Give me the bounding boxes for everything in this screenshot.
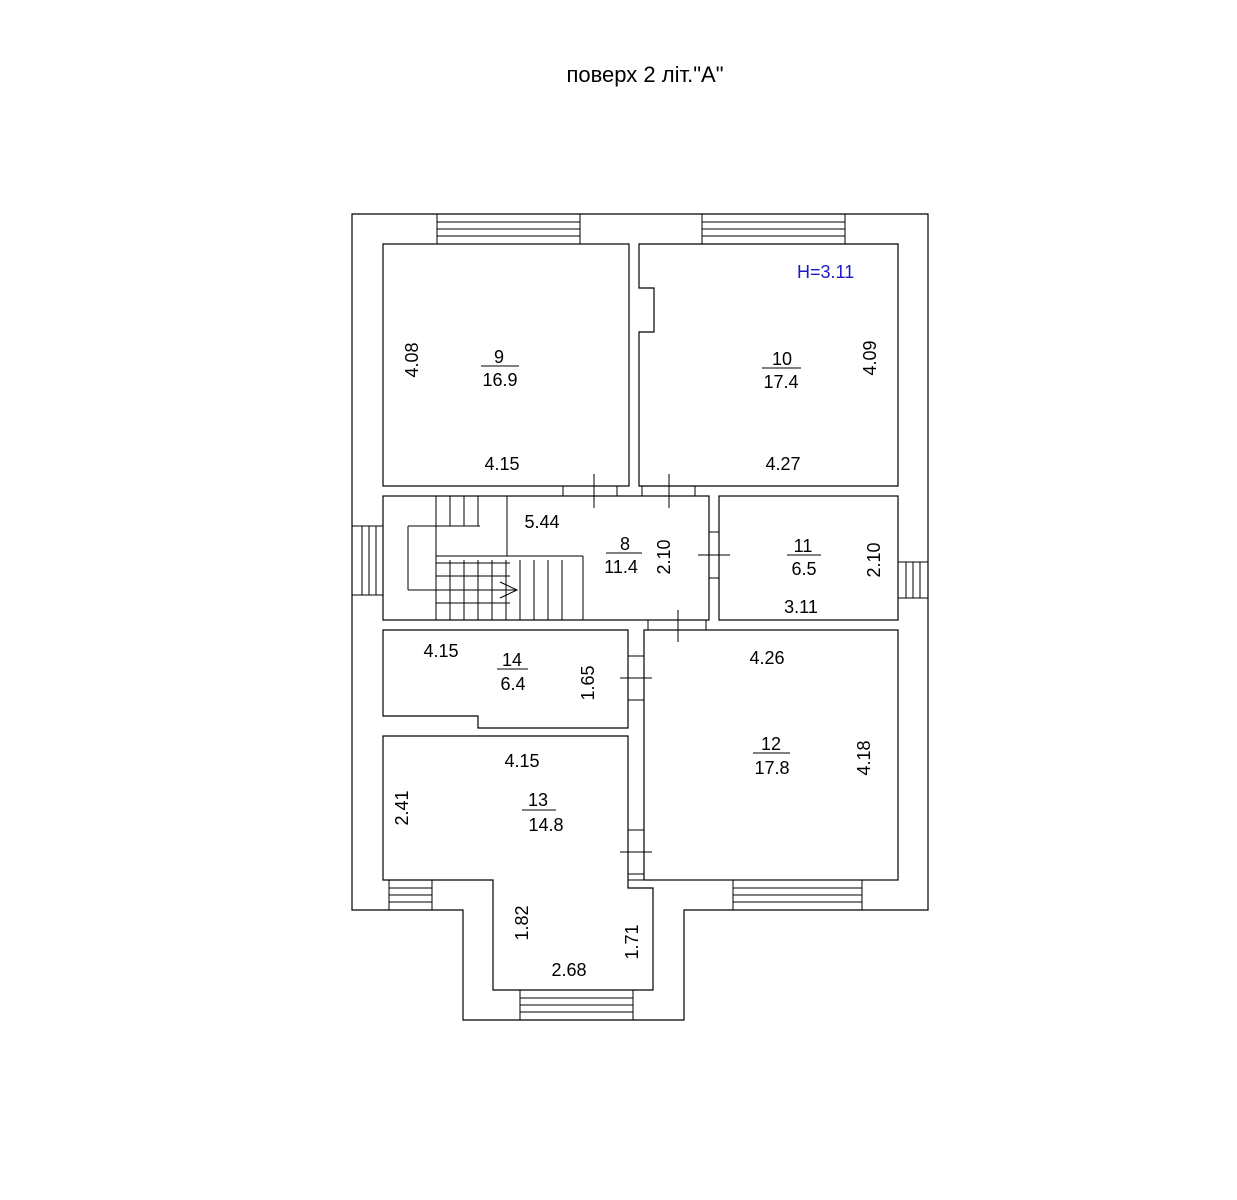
room-11-number: 11 xyxy=(794,536,813,556)
room-9-area: 16.9 xyxy=(482,370,517,390)
floor-title: поверх 2 літ."А" xyxy=(566,62,724,87)
room-13-bay-left-dim: 1.82 xyxy=(512,905,532,940)
room-12-number: 12 xyxy=(761,734,781,754)
room-11-area: 6.5 xyxy=(791,559,816,579)
room-10-number: 10 xyxy=(772,349,792,369)
room-13-width-dim: 4.15 xyxy=(504,751,539,771)
doors xyxy=(562,474,730,881)
room-13-bay-right-dim: 1.71 xyxy=(622,924,642,959)
room-9-outline xyxy=(382,243,630,487)
room-14-length-dim: 4.15 xyxy=(423,641,458,661)
window-right-room-11 xyxy=(898,561,928,599)
room-10-width-dim: 4.27 xyxy=(765,454,800,474)
room-12-outline xyxy=(643,629,899,881)
room-14-width-dim: 1.65 xyxy=(578,665,598,700)
window-left-stair xyxy=(352,525,383,596)
room-8-length-dim: 5.44 xyxy=(524,512,559,532)
room-11-width-dim: 3.11 xyxy=(784,597,818,617)
room-14-outline xyxy=(382,629,629,729)
room-12-area: 17.8 xyxy=(754,758,789,778)
room-13-left-height-dim: 2.41 xyxy=(392,790,412,825)
room-8-outline xyxy=(382,495,710,621)
outer-wall xyxy=(351,213,929,1021)
window-bottom-room-13 xyxy=(519,990,634,1020)
room-9-width-dim: 4.15 xyxy=(484,454,519,474)
room-13-bay-width-dim: 2.68 xyxy=(551,960,586,980)
room-8-number: 8 xyxy=(620,534,630,554)
room-9-number: 9 xyxy=(494,347,504,367)
window-top-left xyxy=(436,214,581,244)
room-10-height-dim: 4.09 xyxy=(860,340,880,375)
room-14-number: 14 xyxy=(502,650,522,670)
room-8-area: 11.4 xyxy=(604,557,638,577)
ceiling-height-label: H=3.11 xyxy=(797,262,854,282)
room-8-width-dim: 2.10 xyxy=(654,539,674,574)
room-12-height-dim: 4.18 xyxy=(854,740,874,775)
room-10-area: 17.4 xyxy=(763,372,798,392)
staircase xyxy=(407,496,584,620)
room-13-outline xyxy=(382,735,654,991)
window-top-right xyxy=(701,214,846,244)
room-13-number: 13 xyxy=(528,790,548,810)
room-12-width-dim: 4.26 xyxy=(749,648,784,668)
window-bottom-left xyxy=(388,880,433,910)
room-13-area: 14.8 xyxy=(528,815,563,835)
room-11-height-dim: 2.10 xyxy=(864,542,884,577)
room-9-height-dim: 4.08 xyxy=(402,342,422,377)
window-bottom-right xyxy=(732,880,863,910)
room-11-outline xyxy=(718,495,899,621)
room-14-area: 6.4 xyxy=(500,674,525,694)
room-10-outline xyxy=(638,243,899,487)
